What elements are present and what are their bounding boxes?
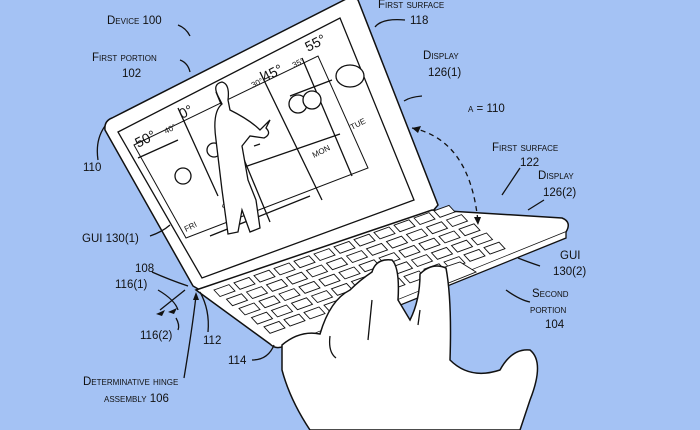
keyboard-key	[293, 255, 316, 269]
keyboard-key	[393, 219, 416, 233]
display-126-1	[117, 17, 415, 279]
label-hinge-2: assembly 106	[104, 393, 169, 405]
label-display-1-num: 126(1)	[428, 67, 461, 79]
leader-lines	[96, 19, 545, 379]
keyboard-key	[463, 248, 486, 262]
keyboard-key	[345, 250, 369, 264]
keyboard-key	[365, 242, 389, 256]
label-display-2-num: 126(2)	[543, 187, 576, 199]
keyboard-key	[318, 273, 341, 287]
keyboard-key	[458, 223, 481, 237]
keyboard-key	[385, 235, 409, 249]
keyboard-key	[430, 246, 454, 260]
keyboard-key	[325, 257, 349, 271]
label-first-surface-118-num: 118	[410, 15, 428, 27]
label-first-surface-118: First surface	[378, 0, 444, 11]
label-114: 114	[228, 355, 247, 367]
keyboard-key	[450, 239, 474, 253]
keyboard-key	[338, 266, 361, 280]
keyboard-key	[303, 306, 326, 320]
label-display-2: Display	[538, 170, 574, 182]
label-112: 112	[203, 335, 221, 347]
weather-rain-icon	[335, 64, 365, 88]
keyboard-key	[425, 221, 449, 235]
label-110: 110	[83, 162, 101, 174]
keyboard-key	[258, 295, 281, 309]
keyboard-key	[225, 293, 249, 307]
keyboard-key	[263, 320, 286, 334]
label-gui-1: GUI 130(1)	[82, 233, 139, 245]
keyboard-key	[483, 241, 506, 255]
label-device: Device 100	[107, 15, 162, 27]
label-116-2: 116(2)	[140, 330, 173, 342]
presenter-figure	[214, 81, 271, 235]
keyboard-key	[470, 232, 494, 246]
label-gui-2: GUI	[560, 250, 580, 262]
label-first-portion-num: 102	[122, 68, 141, 80]
weather-cloud-icon	[302, 90, 322, 110]
temp-label: 0°	[176, 101, 195, 121]
keyboard-key	[433, 204, 456, 218]
keyboard-key	[438, 230, 461, 244]
label-second-portion-num: 104	[545, 319, 565, 331]
keyboard-key	[290, 297, 314, 311]
keyboard-key	[253, 269, 276, 283]
keyboard-key	[398, 244, 421, 258]
keyboard-key	[285, 271, 309, 285]
keyboard-key	[250, 311, 274, 325]
keyboard-key	[283, 313, 306, 327]
keyboard-key	[270, 304, 294, 318]
label-second-portion-2: portion	[530, 304, 567, 316]
label-hinge-1: Determinative hinge	[83, 376, 178, 388]
keyboard-key	[353, 233, 376, 247]
keyboard-key	[305, 264, 329, 278]
label-first-surface-122: First surface	[492, 142, 558, 154]
label-second-portion-1: Second	[532, 288, 569, 300]
keyboard-key	[333, 240, 356, 254]
keyboard-key	[273, 262, 296, 276]
keyboard-key	[373, 226, 396, 240]
label-first-surface-122-num: 122	[520, 157, 539, 169]
label-angle: α = 110	[468, 103, 505, 115]
hand	[281, 259, 539, 430]
keyboard-key	[313, 248, 336, 262]
label-108: 108	[135, 263, 154, 275]
label-116-1: 116(1)	[115, 279, 148, 291]
keyboard-key	[213, 284, 236, 298]
keyboard-key	[418, 237, 441, 251]
keyboard-key	[413, 212, 436, 226]
label-gui-2-num: 130(2)	[553, 266, 586, 278]
keyboard-key	[245, 286, 269, 300]
keyboard-key	[265, 278, 289, 292]
label-display-1: Display	[423, 50, 459, 62]
weather-sun-icon	[174, 167, 192, 185]
keyboard-key	[310, 290, 334, 304]
keyboard-key	[405, 228, 429, 242]
keyboard-key	[410, 254, 434, 268]
keyboard-key	[298, 280, 321, 294]
keyboard	[213, 204, 506, 334]
keyboard-key	[278, 288, 301, 302]
keyboard-key	[445, 214, 469, 228]
keyboard-key	[233, 276, 256, 290]
keyboard-key	[238, 302, 261, 316]
label-first-portion: First portion	[92, 52, 157, 64]
